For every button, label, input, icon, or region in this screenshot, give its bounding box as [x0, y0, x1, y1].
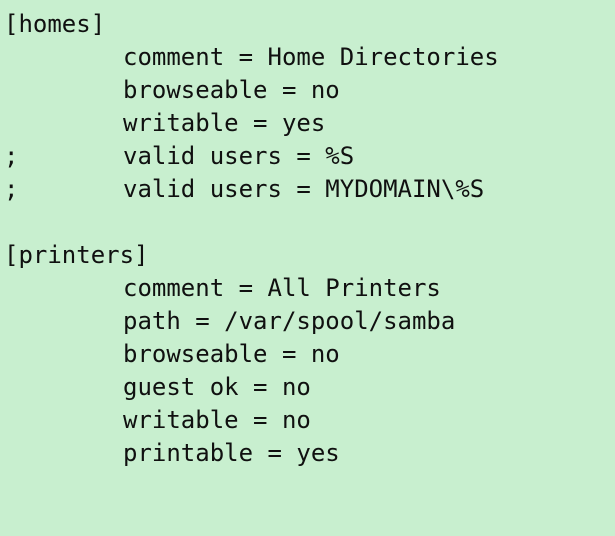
config-line-writable-homes: writable = yes [0, 107, 615, 140]
config-line-guest-ok-printers: guest ok = no [0, 371, 615, 404]
config-line-printable-printers: printable = yes [0, 437, 615, 470]
section-header-printers: [printers] [0, 239, 615, 272]
config-line-path-printers: path = /var/spool/samba [0, 305, 615, 338]
commented-line-valid-users-domain: ; valid users = MYDOMAIN\%S [0, 173, 615, 206]
config-line-comment-printers: comment = All Printers [0, 272, 615, 305]
config-setting-text: valid users = MYDOMAIN\%S [123, 175, 485, 203]
section-header-text: [printers] [4, 241, 149, 269]
config-line-browseable-homes: browseable = no [0, 74, 615, 107]
config-line-browseable-printers: browseable = no [0, 338, 615, 371]
config-line-writable-printers: writable = no [0, 404, 615, 437]
config-line-comment-homes: comment = Home Directories [0, 41, 615, 74]
comment-marker: ; [4, 175, 19, 203]
config-setting-text: writable = no [123, 406, 311, 434]
config-setting-text: valid users = %S [123, 142, 355, 170]
config-code-panel: [homes] comment = Home Directories brows… [0, 8, 615, 470]
comment-marker: ; [4, 142, 19, 170]
config-setting-text: printable = yes [123, 439, 340, 467]
config-setting-text: comment = All Printers [123, 274, 441, 302]
section-header-text: [homes] [4, 10, 106, 38]
commented-line-valid-users-s: ; valid users = %S [0, 140, 615, 173]
config-setting-text: writable = yes [123, 109, 326, 137]
config-setting-text: browseable = no [123, 340, 340, 368]
blank-line [0, 206, 615, 239]
config-setting-text: guest ok = no [123, 373, 311, 401]
config-setting-text: path = /var/spool/samba [123, 307, 456, 335]
config-setting-text: browseable = no [123, 76, 340, 104]
config-setting-text: comment = Home Directories [123, 43, 499, 71]
section-header-homes: [homes] [0, 8, 615, 41]
